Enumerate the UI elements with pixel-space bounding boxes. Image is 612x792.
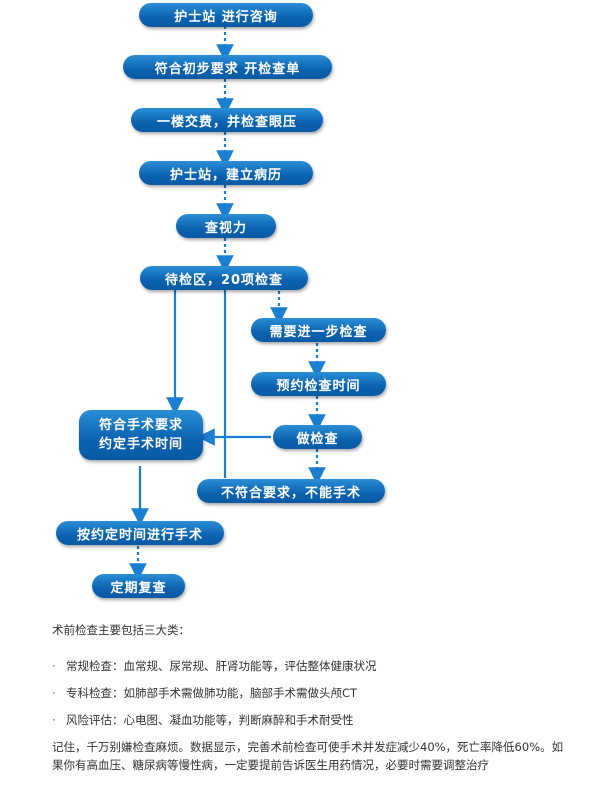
bullet-text: 常规检查：血常规、尿常规、肝肾功能等，评估整体健康状况 <box>66 659 377 673</box>
bullet-item-specialty: · 专科检查：如肺部手术需做肺功能，脑部手术需做头颅CT <box>52 685 357 701</box>
flow-arrows <box>129 26 326 581</box>
node-medical-record: 护士站，建立病历 <box>139 161 313 185</box>
bullet-item-routine: · 常规检查：血常规、尿常规、肝肾功能等，评估整体健康状况 <box>52 658 377 674</box>
bullet-text: 专科检查：如肺部手术需做肺功能，脑部手术需做头颅CT <box>66 686 358 700</box>
node-nurse-consult: 护士站 进行咨询 <box>139 3 313 27</box>
node-surgery: 按约定时间进行手术 <box>56 521 224 545</box>
bullet-marker: · <box>52 686 56 700</box>
node-schedule-check: 预约检查时间 <box>251 372 386 396</box>
bullet-marker: · <box>52 713 56 727</box>
node-pay-eye-pressure: 一楼交费，并检查眼压 <box>131 108 323 132</box>
node-meets-line2: 约定手术时间 <box>98 437 183 452</box>
node-vision-check: 查视力 <box>176 214 276 238</box>
node-not-eligible: 不符合要求，不能手术 <box>197 479 385 503</box>
bullet-marker: · <box>52 659 56 673</box>
intro-text: 术前检查主要包括三大类： <box>52 623 190 637</box>
node-meets-line1: 符合手术要求 <box>98 418 183 433</box>
node-waiting-area: 待检区，20项检查 <box>140 266 308 290</box>
node-issue-checklist: 符合初步要求 开检查单 <box>123 55 332 79</box>
bullet-item-risk: · 风险评估：心电图、凝血功能等，判断麻醉和手术耐受性 <box>52 712 354 728</box>
node-meets-requirements: 符合手术要求 约定手术时间 <box>79 410 203 460</box>
node-do-check: 做检查 <box>273 425 362 449</box>
surgery-flowchart: 护士站 进行咨询 符合初步要求 开检查单 一楼交费，并检查眼压 护士站，建立病历… <box>56 3 386 598</box>
bullet-text: 风险评估：心电图、凝血功能等，判断麻醉和手术耐受性 <box>66 713 354 727</box>
summary-paragraph: 记住，千万别嫌检查麻烦。数据显示，完善术前检查可使手术并发症减少40%，死亡率降… <box>52 740 564 772</box>
node-follow-up: 定期复查 <box>92 574 185 598</box>
node-further-check: 需要进一步检查 <box>251 318 386 342</box>
